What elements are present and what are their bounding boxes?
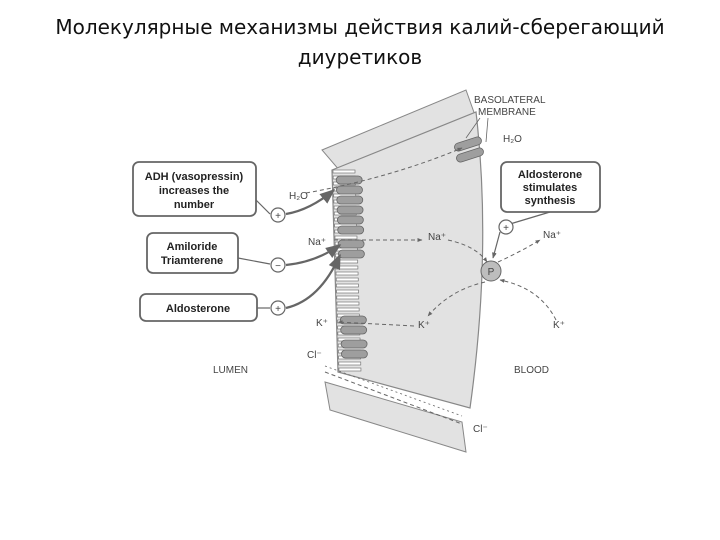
cl-channel (340, 339, 368, 349)
microvillus (336, 289, 359, 294)
aldosterone-right-box (500, 161, 601, 213)
cl-channel (340, 349, 368, 359)
water-channel (336, 215, 364, 225)
adh-plus-sign (270, 207, 286, 223)
na-k-pump (480, 260, 502, 282)
basolateral-label-line-2: MEMBRANE (478, 107, 536, 118)
aldosterone-right-effect-arrow (492, 231, 501, 259)
water-channel (336, 205, 364, 215)
water-channel (336, 195, 364, 205)
microvillus (336, 301, 360, 306)
adh-effect-arrow (285, 189, 336, 216)
k-cell-label: K⁺ (418, 320, 430, 331)
h2o-top-label: H₂O (503, 134, 522, 145)
na-out-arrow (497, 239, 541, 263)
microvillus (336, 307, 360, 312)
na-channel (337, 249, 365, 259)
blood-label: BLOOD (514, 365, 549, 376)
microvillus (334, 235, 358, 240)
microvillus (336, 283, 359, 288)
amiloride-box-line-1: Amiloride (167, 241, 218, 253)
basolateral-water-channel (454, 136, 482, 152)
water-channel (335, 175, 363, 185)
h2o-left-label: H₂O (289, 191, 308, 202)
aldosterone-right-plus-sign (498, 219, 514, 235)
pump-label: P (488, 267, 495, 278)
water-channel (336, 185, 363, 195)
aldosterone-left-plus-sign-text: + (275, 304, 281, 315)
amiloride-box-line-2: Triamterene (161, 255, 223, 267)
amiloride-minus-sign-text: − (275, 261, 281, 272)
lower-cell (324, 381, 467, 453)
cl-bottom-label: Cl⁻ (473, 424, 488, 435)
k-in-arrow (499, 278, 557, 321)
aldosterone-left-plus-sign (270, 300, 286, 316)
na-lumen-label: Na⁺ (308, 237, 326, 248)
adh-box-line-2: increases the (159, 185, 229, 197)
na-blood-label: Na⁺ (543, 230, 561, 241)
adh-box (132, 161, 257, 217)
aldosterone-right-box-line-2: stimulates (523, 182, 577, 194)
k-lumen-label: K⁺ (316, 318, 328, 329)
microvillus (338, 361, 362, 366)
microvillus (335, 271, 359, 276)
microvillus (336, 295, 360, 300)
microvillus (335, 259, 359, 264)
cl-lumen-label: Cl⁻ (307, 350, 322, 361)
microvillus (338, 367, 362, 372)
adh-box-line-3: number (174, 199, 215, 211)
microvillus (332, 169, 356, 174)
amiloride-box (146, 232, 239, 274)
apical-channels (335, 175, 368, 359)
adh-plus-sign-text: + (275, 211, 281, 222)
microvillus (335, 277, 359, 282)
amiloride-effect-arrow (285, 244, 342, 267)
k-blood-label: K⁺ (553, 320, 565, 331)
aldosterone-right-plus-sign-text: + (503, 223, 509, 234)
aldosterone-right-box-line-1: Aldosterone (518, 169, 582, 181)
k-channel (339, 315, 367, 325)
k-secretion-arrow (337, 320, 415, 327)
basolateral-label-line-1: BASOLATERAL (474, 95, 546, 106)
na-channel (337, 239, 365, 249)
aldosterone-left-effect-arrow (285, 253, 342, 310)
aldosterone-left-box-text: Aldosterone (166, 303, 230, 315)
microvillus (335, 265, 359, 270)
slide-title-line-1: Молекулярные механизмы действия калий-сб… (55, 15, 665, 39)
amiloride-minus-sign (270, 257, 286, 273)
na-cell-label: Na⁺ (428, 232, 446, 243)
k-channel (340, 325, 368, 335)
lumen-label: LUMEN (213, 365, 248, 376)
water-channel (337, 225, 365, 235)
adh-box-line-1: ADH (vasopressin) (145, 171, 244, 183)
slide-title-line-2: диуретиков (297, 45, 423, 69)
basolateral-water-channel (456, 147, 484, 163)
aldosterone-right-box-line-3: synthesis (525, 195, 576, 207)
na-to-pump-arrow (447, 239, 488, 263)
